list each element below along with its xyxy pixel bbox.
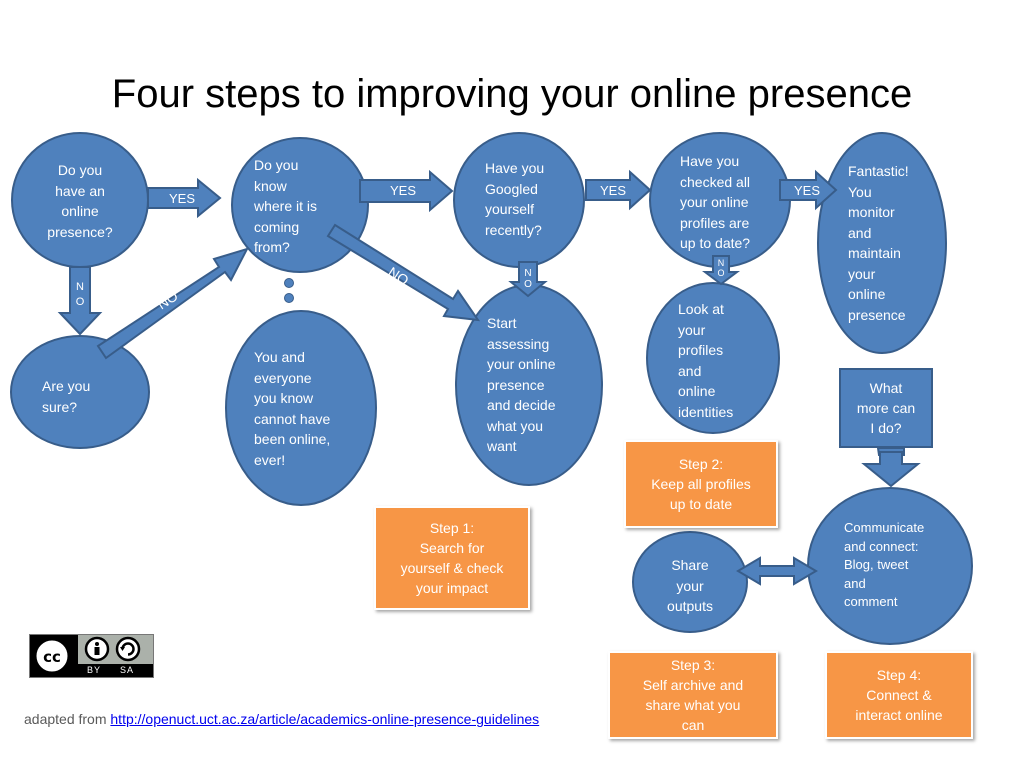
node-have-presence-label: Do you have an online presence? xyxy=(47,162,113,240)
connector-dot-2 xyxy=(284,293,294,303)
node-fantastic[interactable] xyxy=(817,132,947,354)
footer-attribution: adapted from http://openuct.uct.ac.za/ar… xyxy=(24,710,564,729)
arrow-no-down-2-label: N O xyxy=(524,268,532,290)
creative-commons-badge[interactable]: cc BY SA xyxy=(29,634,154,678)
arrow-yes-4-label: YES xyxy=(794,183,821,198)
footer-prefix: adapted from xyxy=(24,711,111,727)
svg-text:cc: cc xyxy=(43,648,61,666)
step-3-box[interactable]: Step 3: Self archive and share what you … xyxy=(608,651,778,739)
node-are-you-sure[interactable] xyxy=(10,335,150,449)
arrow-yes-1 xyxy=(147,177,222,219)
step-1-box[interactable]: Step 1: Search for yourself & check your… xyxy=(374,506,530,610)
arrow-yes-3-label: YES xyxy=(600,183,627,198)
node-checked-profiles-label: Have you checked all your online profile… xyxy=(680,153,751,251)
cc-sa-label: SA xyxy=(120,665,135,675)
node-everyone-online[interactable] xyxy=(225,310,377,506)
arrow-yes-3 xyxy=(585,169,652,211)
page-title: Four steps to improving your online pres… xyxy=(111,72,913,116)
arrow-no-diag-2 xyxy=(326,223,481,322)
node-look-profiles-label: Look at your profiles and online identit… xyxy=(678,301,734,420)
arrow-no-down-1 xyxy=(57,266,103,336)
step-2-box[interactable]: Step 2: Keep all profiles up to date xyxy=(624,440,778,528)
cc-by-label: BY xyxy=(87,665,102,675)
creative-commons-by-sa-icon: cc xyxy=(30,635,153,677)
node-know-where-label: Do you know where it is coming from? xyxy=(254,157,318,255)
arrow-yes-2 xyxy=(359,169,454,213)
arrow-no-diag-1 xyxy=(96,247,249,360)
node-are-you-sure-label: Are you sure? xyxy=(42,378,91,415)
arrow-yes-1-label: YES xyxy=(169,191,196,206)
node-everyone-online-label: You and everyone you know cannot have be… xyxy=(254,349,331,468)
arrow-no-down-3 xyxy=(702,255,740,286)
arrow-double xyxy=(736,556,818,586)
node-share-outputs-label: Share your outputs xyxy=(667,557,713,614)
arrow-no-down-3-label: N O xyxy=(717,258,725,278)
arrow-no-down-1-label: N O xyxy=(75,281,85,308)
node-share-outputs[interactable] xyxy=(632,531,748,633)
arrow-yes-4 xyxy=(779,169,838,211)
arrow-yes-2-label: YES xyxy=(390,183,417,198)
node-start-assessing-label: Start assessing your online presence and… xyxy=(487,315,556,454)
node-communicate-label: Communicate and connect: Blog, tweet and… xyxy=(844,520,925,609)
arrow-no-down-2 xyxy=(508,261,548,298)
node-look-profiles[interactable] xyxy=(646,282,780,434)
node-fantastic-label: Fantastic! You monitor and maintain your… xyxy=(848,163,909,323)
arrow-to-communicate xyxy=(861,451,921,488)
what-more-box[interactable]: What more can I do? xyxy=(839,368,933,448)
node-googled-label: Have you Googled yourself recently? xyxy=(485,160,545,238)
connector-dot-1 xyxy=(284,278,294,288)
step-4-box[interactable]: Step 4: Connect & interact online xyxy=(825,651,973,739)
footer-source-link[interactable]: http://openuct.uct.ac.za/article/academi… xyxy=(110,711,540,727)
